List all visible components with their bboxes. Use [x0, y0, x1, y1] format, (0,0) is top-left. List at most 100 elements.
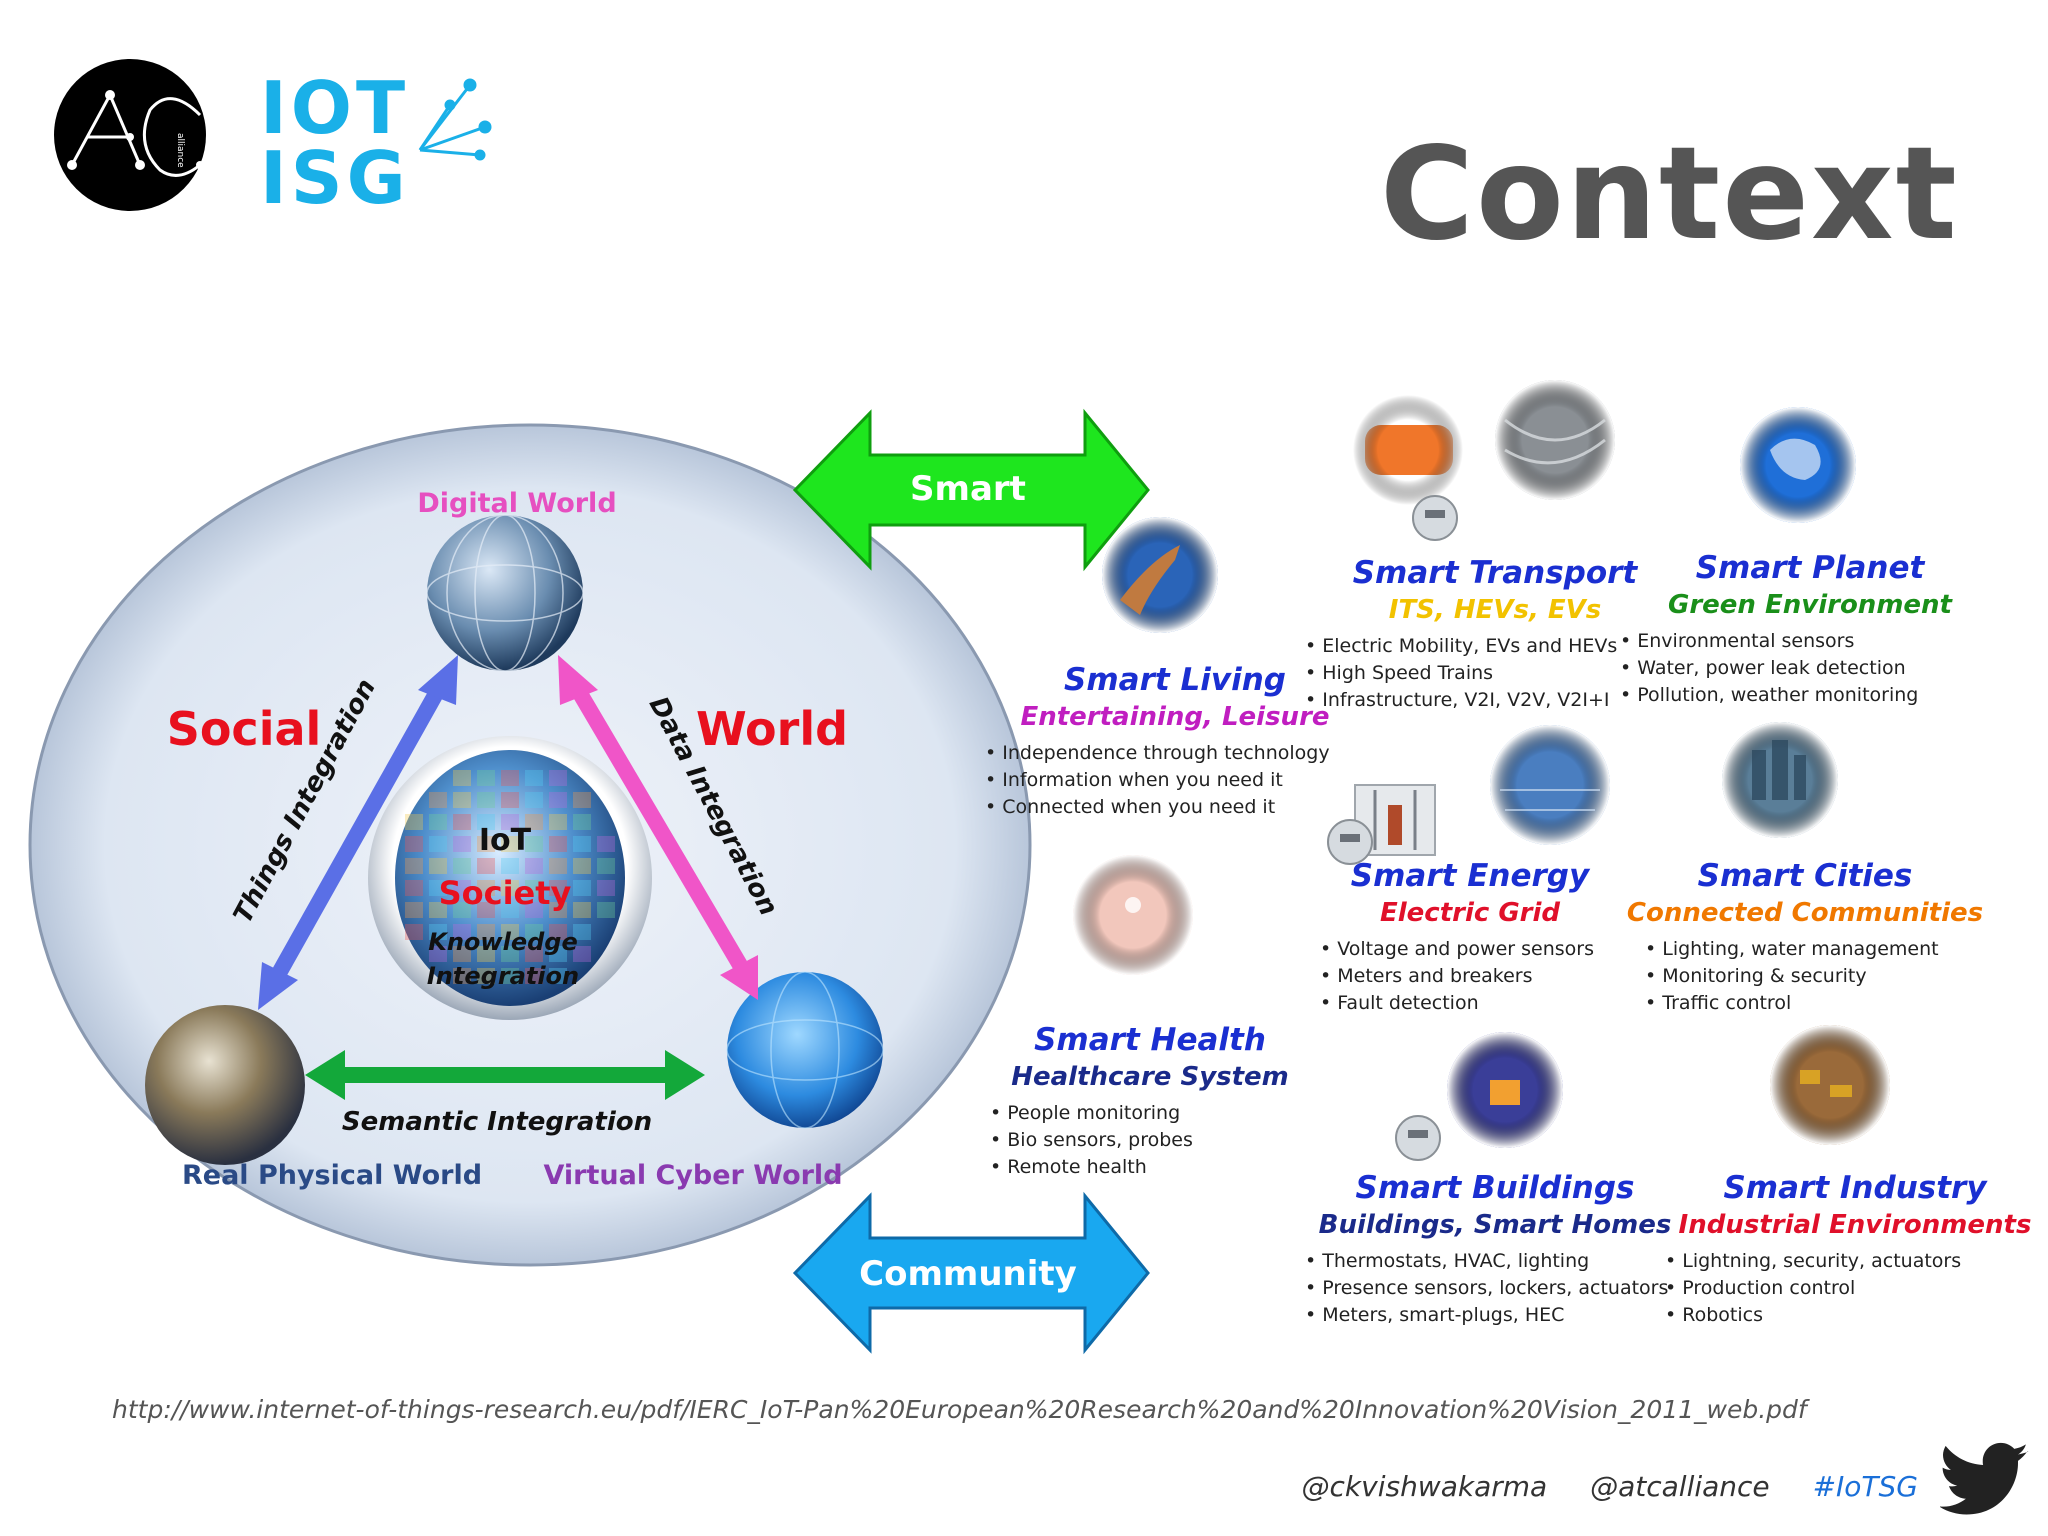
society-photo-tile — [549, 946, 567, 962]
app-bullet: Production control — [1665, 1275, 2045, 1302]
society-photo-tile — [549, 792, 567, 808]
app-subtitle: Buildings, Smart Homes — [1318, 1210, 1672, 1240]
society-photo-tile — [573, 902, 591, 918]
society-photo-tile — [549, 770, 567, 786]
society-photo-tile — [525, 924, 543, 940]
app-smart-transport: Smart Transport ITS, HEVs, EVs Electric … — [1305, 555, 1685, 714]
app-subtitle: Green Environment — [1668, 590, 1952, 620]
society-photo-tile — [477, 792, 495, 808]
iot-logo-text: IOT — [260, 66, 409, 150]
society-photo-tile — [501, 858, 519, 874]
society-iot-label: IoT — [479, 823, 532, 858]
app-title: Smart Cities — [1697, 858, 1913, 894]
app-bullet: Remote health — [990, 1154, 1340, 1181]
society-knowledge-label: Knowledge — [428, 928, 577, 956]
society-photo-tile — [597, 858, 615, 874]
app-subtitle: ITS, HEVs, EVs — [1388, 595, 1602, 625]
society-photo-tile — [453, 946, 471, 962]
society-photo-tile — [549, 924, 567, 940]
semantic-integration-arrow — [305, 1050, 705, 1100]
society-photo-tile — [549, 902, 567, 918]
app-title: Smart Energy — [1350, 858, 1590, 894]
society-photo-tile — [501, 792, 519, 808]
app-subtitle: Connected Communities — [1626, 898, 1984, 928]
app-bullet: Information when you need it — [985, 767, 1365, 794]
society-photo-tile — [501, 968, 519, 984]
app-title: Smart Industry — [1723, 1170, 1987, 1206]
society-photo-tile — [453, 858, 471, 874]
society-photo-tile — [573, 858, 591, 874]
app-title: Smart Planet — [1695, 550, 1925, 586]
society-photo-tile — [477, 770, 495, 786]
smart-arrow: Smart — [792, 408, 1150, 572]
digital-world-label: Digital World — [417, 488, 616, 519]
meter-image-transport — [1412, 495, 1458, 541]
society-photo-tile — [501, 880, 519, 896]
app-bullet: People monitoring — [990, 1100, 1340, 1127]
app-smart-cities: Smart Cities Connected Communities Light… — [1615, 858, 1995, 1017]
app-bullet: Voltage and power sensors — [1320, 936, 1660, 963]
society-photo-tile — [549, 968, 567, 984]
app-subtitle: Industrial Environments — [1678, 1210, 2032, 1240]
app-bullet: Lightning, security, actuators — [1665, 1248, 2045, 1275]
app-bullet: Infrastructure, V2I, V2V, V2I+I — [1305, 687, 1685, 714]
society-photo-tile — [429, 814, 447, 830]
app-title: Smart Health — [1034, 1022, 1266, 1058]
smart-buildings-image — [1447, 1032, 1563, 1148]
society-photo-tile — [429, 792, 447, 808]
app-bullet: Water, power leak detection — [1620, 655, 2000, 682]
society-photo-tile — [477, 814, 495, 830]
app-bullet: Robotics — [1665, 1302, 2045, 1329]
society-photo-tile — [597, 836, 615, 852]
society-globe — [395, 750, 625, 1006]
community-arrow-label: Community — [859, 1254, 1077, 1294]
society-photo-tile — [573, 814, 591, 830]
society-photo-tile — [501, 946, 519, 962]
app-bullet: Meters, smart-plugs, HEC — [1305, 1302, 1685, 1329]
social-handles: @ckvishwakarma @atcalliance #IoTSG — [1268, 1470, 1918, 1503]
app-smart-energy: Smart Energy Electric Grid Voltage and p… — [1280, 858, 1660, 1017]
society-photo-tile — [573, 924, 591, 940]
twitter-icon — [1940, 1442, 2029, 1515]
society-photo-tile — [525, 946, 543, 962]
app-smart-industry: Smart Industry Industrial Environments L… — [1665, 1170, 2045, 1329]
app-bullet: High Speed Trains — [1305, 660, 1685, 687]
society-photo-tile — [429, 924, 447, 940]
smart-living-image — [1102, 517, 1218, 633]
app-title: Smart Buildings — [1355, 1170, 1635, 1206]
app-bullet: Fault detection — [1320, 990, 1660, 1017]
society-photo-tile — [453, 792, 471, 808]
society-photo-tile — [477, 968, 495, 984]
app-smart-buildings: Smart Buildings Buildings, Smart Homes T… — [1305, 1170, 1685, 1329]
society-photo-tile — [429, 902, 447, 918]
app-title: Smart Living — [1064, 662, 1286, 698]
society-photo-tile — [525, 770, 543, 786]
physical-world-label: Real Physical World — [182, 1160, 482, 1191]
community-arrow: Community — [792, 1191, 1150, 1355]
app-title: Smart Transport — [1352, 555, 1638, 591]
society-photo-tile — [525, 858, 543, 874]
iot-isg-logo: IOT ISG — [260, 66, 492, 215]
society-photo-tile — [429, 858, 447, 874]
handle-iotsg: #IoTSG — [1812, 1470, 1918, 1503]
app-bullet: Lighting, water management — [1645, 936, 1995, 963]
society-photo-tile — [525, 968, 543, 984]
society-photo-tile — [549, 814, 567, 830]
app-subtitle: Healthcare System — [1011, 1062, 1289, 1092]
atc-logo-subtext: alliance — [175, 133, 185, 168]
society-photo-tile — [597, 880, 615, 896]
data-integration-arrow — [558, 655, 758, 1000]
page-title: Context — [1380, 120, 1959, 269]
app-bullet: Electric Mobility, EVs and HEVs — [1305, 633, 1685, 660]
society-photo-tile — [453, 902, 471, 918]
app-bullet: Pollution, weather monitoring — [1620, 682, 2000, 709]
app-smart-health: Smart Health Healthcare System People mo… — [960, 1022, 1340, 1181]
app-bullet: Environmental sensors — [1620, 628, 2000, 655]
app-bullet: Meters and breakers — [1320, 963, 1660, 990]
society-label: Society — [439, 874, 572, 912]
semantic-integration-label: Semantic Integration — [342, 1107, 652, 1137]
app-bullet: Traffic control — [1645, 990, 1995, 1017]
smart-transport-road-image — [1495, 380, 1615, 500]
society-photo-tile — [573, 836, 591, 852]
